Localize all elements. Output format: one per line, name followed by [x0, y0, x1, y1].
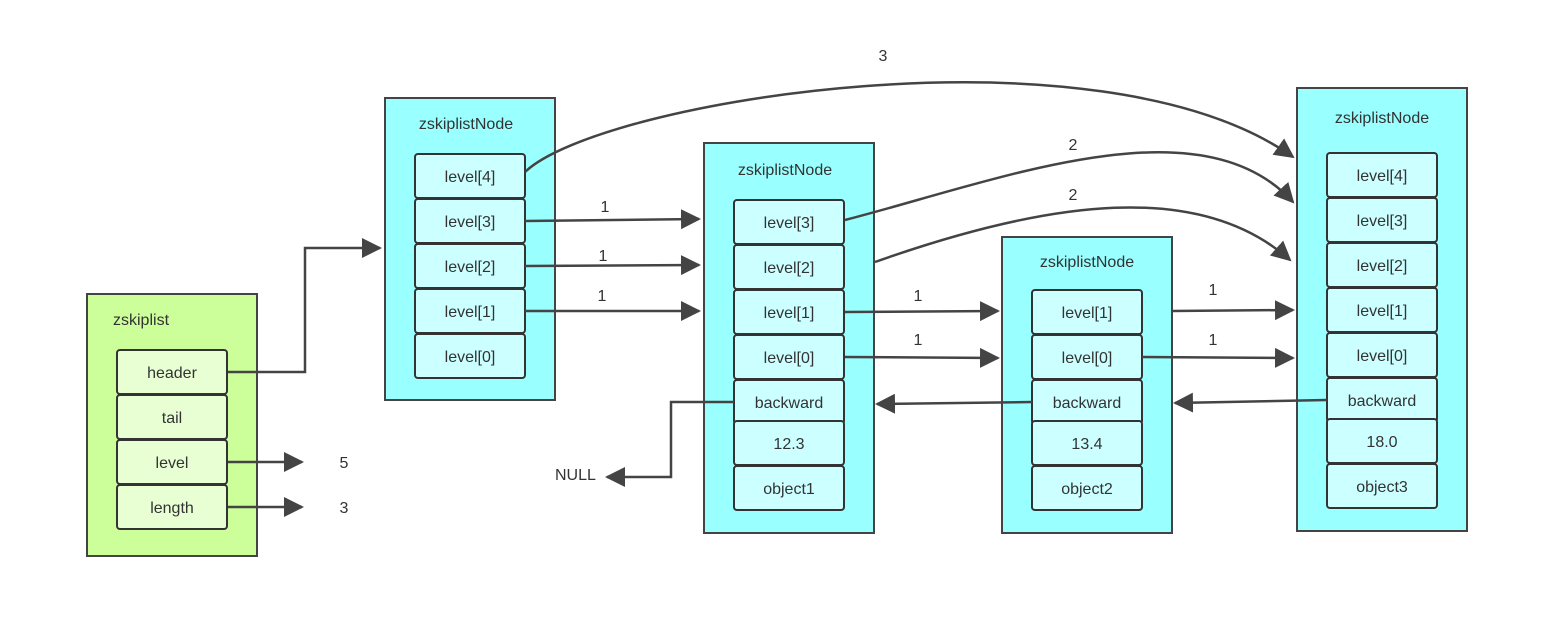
zskiplist-title: zskiplist: [113, 312, 170, 329]
span-labels: 3 1 1 1 2 2 1 1 1 1: [598, 48, 1218, 349]
node-1-obj-label: object1: [763, 481, 815, 498]
node-3-level-2-label: level[2]: [1357, 258, 1408, 275]
node-3-level-0-label: level[0]: [1357, 348, 1408, 365]
node-3-level-4-label: level[4]: [1357, 168, 1408, 185]
node-1-level-0-label: level[0]: [764, 350, 815, 367]
node-1-level-1-label: level[1]: [764, 305, 815, 322]
edges: [228, 81, 1328, 517]
node-3-title: zskiplistNode: [1335, 110, 1429, 127]
header-level-0-label: level[0]: [445, 349, 496, 366]
zskiplist-level-label: level: [156, 455, 189, 472]
span-h2-n1: 1: [599, 248, 608, 265]
edge-header-l4-to-node3: [524, 81, 1295, 173]
span-n1l2-n3: 2: [1069, 187, 1078, 204]
node-2-level-1-label: level[1]: [1062, 305, 1113, 322]
edge-header-l3-to-node1: [524, 209, 701, 230]
edge-node2-l0-to-node3: [1141, 347, 1295, 368]
span-h4-n3: 3: [879, 48, 888, 65]
span-n1l3-n3: 2: [1069, 137, 1078, 154]
zskiplist-header-label: header: [147, 365, 197, 382]
edge-node1-backward-to-null: [605, 400, 734, 487]
node-3-obj-label: object3: [1356, 479, 1408, 496]
header-node-title: zskiplistNode: [419, 116, 513, 133]
edge-node1-l3-to-node3: [844, 151, 1295, 222]
header-level-1-label: level[1]: [445, 304, 496, 321]
node-1-obj: [733, 465, 845, 511]
span-h3-n1: 1: [601, 199, 610, 216]
zskiplist-tail-label: tail: [162, 410, 182, 427]
span-h1-n1: 1: [598, 288, 607, 305]
node-1: zskiplistNode level[3] level[2] level[1]…: [703, 142, 875, 534]
span-n1l1-n2: 1: [914, 288, 923, 305]
header-node: zskiplistNode level[4] level[3] level[2]…: [384, 97, 556, 401]
edge-node2-backward-to-node1: [875, 393, 1033, 414]
zskiplist-length-cell: [116, 484, 228, 530]
header-level-3-label: level[3]: [445, 214, 496, 231]
node-3-score-label: 18.0: [1366, 434, 1397, 451]
length-value: 3: [340, 500, 349, 517]
edge-node1-l2-to-node3: [874, 206, 1292, 264]
header-level-0: [414, 333, 526, 379]
node-2-title: zskiplistNode: [1040, 254, 1134, 271]
edge-node1-l1-to-node2: [844, 301, 1000, 322]
node-3-obj: [1326, 463, 1438, 509]
node-2: zskiplistNode level[1] level[0] backward…: [1001, 236, 1173, 534]
header-level-2-label: level[2]: [445, 259, 496, 276]
edge-header-l2-to-node1: [524, 255, 701, 276]
node-1-level-3-label: level[3]: [764, 215, 815, 232]
node-2-backward-label: backward: [1053, 395, 1121, 412]
edge-node1-l0-to-node2: [844, 347, 1000, 368]
zskiplist-length-label: length: [150, 500, 194, 517]
node-1-title: zskiplistNode: [738, 162, 832, 179]
span-n1l0-n2: 1: [914, 332, 923, 349]
edge-node2-l1-to-node3: [1171, 300, 1295, 321]
node-3: zskiplistNode level[4] level[3] level[2]…: [1296, 87, 1468, 532]
node-1-level-2-label: level[2]: [764, 260, 815, 277]
edge-node3-backward-to-node2: [1173, 392, 1328, 413]
header-level-4-label: level[4]: [445, 169, 496, 186]
edge-header-to-header-node: [228, 238, 382, 374]
node-1-backward-label: backward: [755, 395, 823, 412]
node-2-score-label: 13.4: [1071, 436, 1102, 453]
null-label: NULL: [555, 467, 596, 484]
node-2-obj-label: object2: [1061, 481, 1113, 498]
node-2-level-0-label: level[0]: [1062, 350, 1113, 367]
level-value: 5: [340, 455, 349, 472]
node-2-obj: [1031, 465, 1143, 511]
node-3-backward-label: backward: [1348, 393, 1416, 410]
span-n2l0-n3: 1: [1209, 332, 1218, 349]
zskiplist-struct: zskiplist header tail level length: [86, 293, 258, 557]
node-1-score-label: 12.3: [773, 436, 804, 453]
span-n2l1-n3: 1: [1209, 282, 1218, 299]
node-3-level-3-label: level[3]: [1357, 213, 1408, 230]
node-3-level-1-label: level[1]: [1357, 303, 1408, 320]
